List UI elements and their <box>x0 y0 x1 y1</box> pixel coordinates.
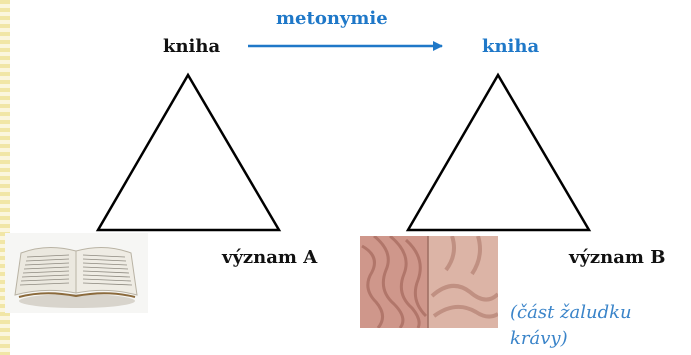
left-word-label: kniha <box>163 38 220 56</box>
metonymy-label: metonymie <box>276 10 388 28</box>
cow-stomach-tissue-photo <box>360 236 498 328</box>
right-gloss-text: (část žaludku krávy) <box>510 300 680 352</box>
right-word-label: kniha <box>482 38 539 56</box>
meaning-a-label: význam A <box>222 249 317 267</box>
right-semiotic-triangle <box>408 75 589 230</box>
left-semiotic-triangle <box>98 75 279 230</box>
meaning-b-label: význam B <box>569 249 665 267</box>
open-book-photo <box>5 233 148 313</box>
